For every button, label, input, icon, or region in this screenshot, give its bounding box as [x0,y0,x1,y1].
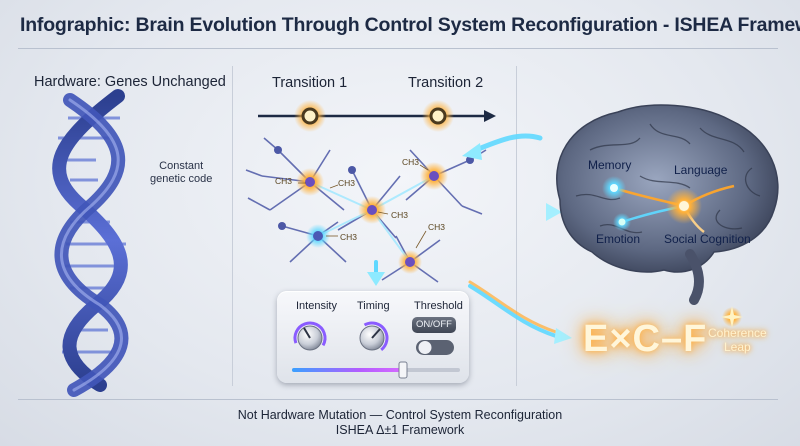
on-off-badge: ON/OFF [412,317,456,333]
neuron-network-icon [245,137,487,283]
brain-label-emotion: Emotion [596,232,641,246]
hardware-label: Hardware: Genes Unchanged [34,74,226,90]
dna-note-line-1: Constant [159,160,204,172]
dna-note-line-2: genetic code [150,173,213,185]
footer-divider [18,399,778,400]
timeline-arrow [258,110,496,122]
dna-helix-icon [52,89,129,397]
methyl-tag: CH3 [338,178,356,188]
title-divider [18,48,778,49]
methyl-tag: CH3 [428,222,446,232]
coherence-line-1: Coherence [708,326,767,340]
methyl-tag: CH3 [402,157,420,167]
brain-label-language: Language [674,163,728,177]
section-divider-right [516,66,517,386]
threshold-label: Threshold [414,300,463,312]
page-title: Infographic: Brain Evolution Through Con… [20,14,800,36]
methyl-tag: CH3 [391,210,409,220]
transition-1-label: Transition 1 [272,75,348,91]
methyl-tag: CH3 [275,176,293,186]
brain-icon [556,104,779,305]
coherence-leap-label: Coherence Leap [708,326,767,354]
section-divider-left [232,66,233,386]
footer-line-2: ISHEA Δ±1 Framework [335,423,465,437]
transition-2-label: Transition 2 [408,75,484,91]
cyan-flow-arrows [367,133,572,344]
intensity-label: Intensity [296,300,337,312]
footer-line-1: Not Hardware Mutation — Control System R… [237,408,563,422]
coherence-line-2: Leap [724,340,751,354]
formula-text: E×C–F [583,318,708,360]
timing-label: Timing [357,300,390,312]
brain-label-social-cognition: Social Cognition [664,232,751,246]
brain-label-memory: Memory [588,158,632,172]
methyl-tag: CH3 [340,232,358,242]
coherence-spark-icon [721,306,743,328]
dna-note: Constant genetic code [150,160,212,186]
